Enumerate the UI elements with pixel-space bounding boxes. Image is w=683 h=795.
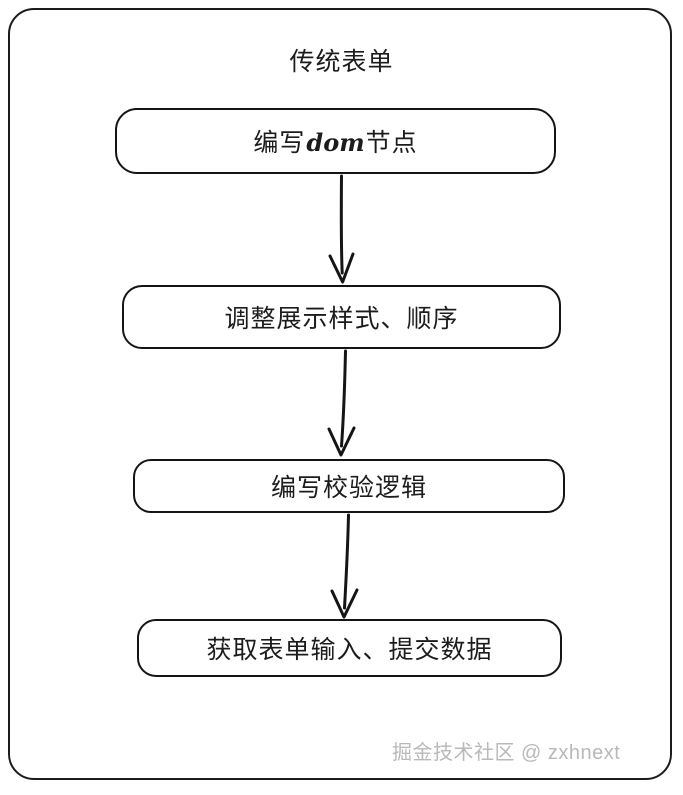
connector-arrow-3: [330, 513, 359, 619]
diagram-title: 传统表单: [289, 48, 394, 76]
watermark-text: 掘金技术社区 @ zxhnext: [392, 742, 621, 764]
flow-node-label: 编写dom节点: [253, 123, 417, 159]
flow-node-write-validation[interactable]: 编写校验逻辑: [133, 459, 565, 513]
flow-node-label-suffix: 节点: [365, 129, 418, 157]
flow-node-get-submit-data[interactable]: 获取表单输入、提交数据: [137, 619, 562, 677]
flow-node-write-dom[interactable]: 编写dom节点: [115, 108, 556, 174]
flow-node-label: 获取表单输入、提交数据: [206, 636, 493, 664]
flow-node-label: 编写校验逻辑: [270, 474, 427, 502]
connector-arrow-2: [327, 349, 356, 457]
flow-node-label-token-dom: dom: [306, 128, 365, 157]
flow-node-label: 调整展示样式、顺序: [224, 305, 459, 333]
flow-node-adjust-style[interactable]: 调整展示样式、顺序: [122, 285, 561, 349]
connector-arrow-1: [328, 174, 355, 284]
flow-node-label-prefix: 编写: [253, 129, 306, 157]
